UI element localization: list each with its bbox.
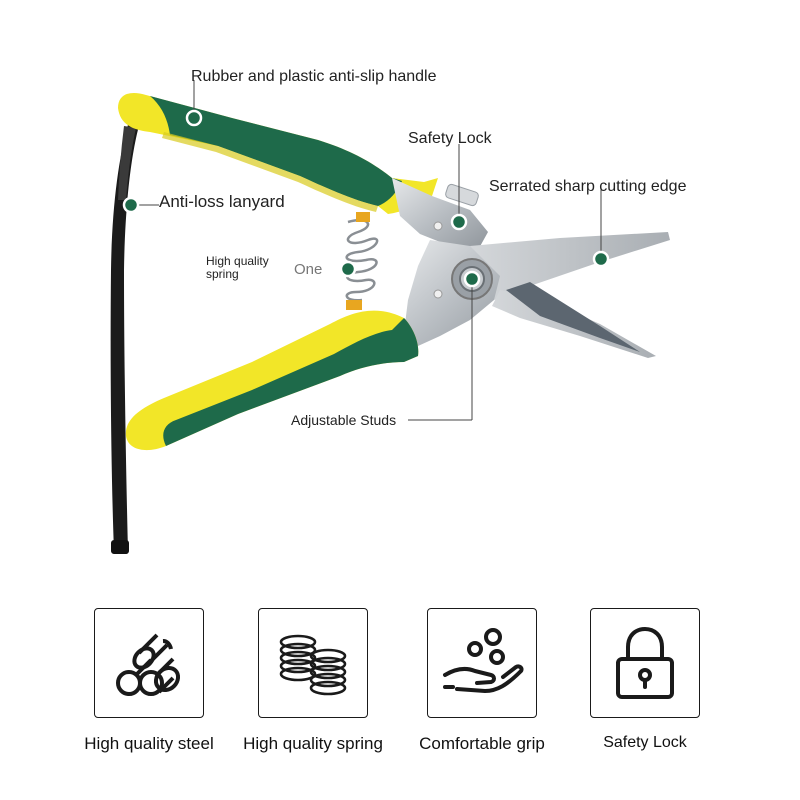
lower-handle bbox=[125, 310, 419, 451]
feature-row: High quality steel High quality spring bbox=[0, 608, 800, 768]
callout-markers bbox=[122, 109, 610, 288]
spring-callout: High quality spring bbox=[206, 255, 269, 281]
hand-grip-icon bbox=[427, 608, 537, 718]
anti-loss-lanyard bbox=[110, 118, 140, 554]
safety-lock-callout: Safety Lock bbox=[408, 130, 492, 147]
spring-callout-line2: spring bbox=[206, 267, 239, 281]
spring bbox=[345, 212, 379, 310]
one-callout: One bbox=[294, 261, 323, 278]
feature-spring: High quality spring bbox=[238, 608, 388, 754]
feature-steel: High quality steel bbox=[74, 608, 224, 754]
handle-callout: Rubber and plastic anti-slip handle bbox=[191, 68, 437, 85]
pruning-shears-image bbox=[110, 80, 670, 554]
cutting-head bbox=[392, 178, 670, 358]
studs-callout: Adjustable Studs bbox=[291, 412, 397, 428]
feature-lock-label: Safety Lock bbox=[603, 734, 687, 751]
spring-callout-line1: High quality bbox=[206, 254, 269, 268]
spring-coils-icon bbox=[258, 608, 368, 718]
padlock-icon bbox=[590, 608, 700, 718]
feature-steel-label: High quality steel bbox=[84, 734, 214, 753]
feature-grip-label: Comfortable grip bbox=[419, 734, 545, 753]
steel-bars-icon bbox=[94, 608, 204, 718]
feature-lock: Safety Lock bbox=[570, 608, 720, 752]
lanyard-callout: Anti-loss lanyard bbox=[159, 192, 285, 211]
feature-spring-label: High quality spring bbox=[243, 734, 383, 753]
feature-grip: Comfortable grip bbox=[407, 608, 557, 754]
cutting-edge-callout: Serrated sharp cutting edge bbox=[489, 178, 687, 195]
